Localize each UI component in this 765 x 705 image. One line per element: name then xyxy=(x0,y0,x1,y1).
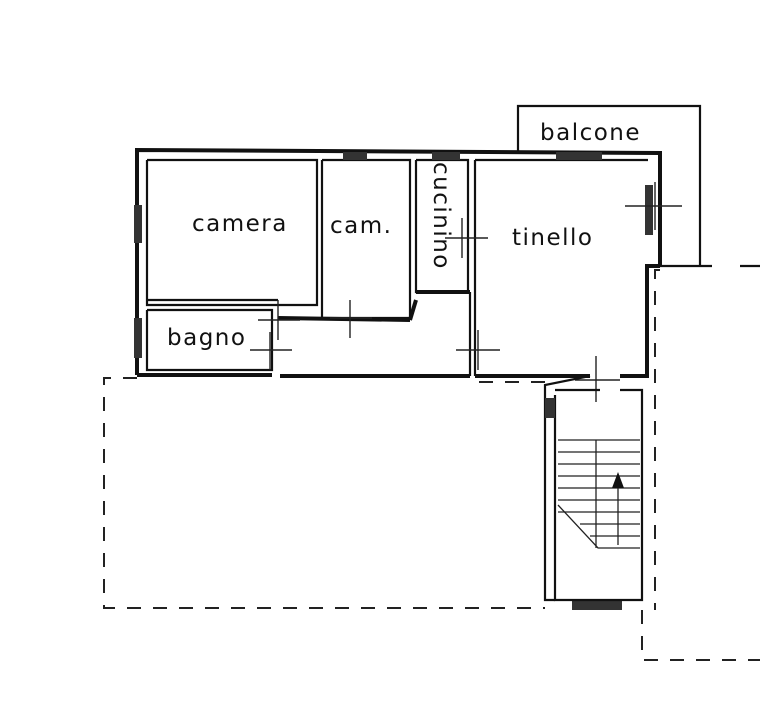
stairwell xyxy=(543,374,644,602)
outer-walls xyxy=(135,147,662,378)
dashed-boundary xyxy=(103,269,760,661)
axis-marks xyxy=(250,182,682,402)
balcony-outline xyxy=(516,104,760,268)
room-label-camera: camera xyxy=(192,211,288,237)
window-marks xyxy=(134,152,653,610)
room-label-bagno: bagno xyxy=(167,325,246,351)
room-label-tinello: tinello xyxy=(512,225,594,251)
room-label-cucinino: cucinino xyxy=(428,162,454,270)
room-label-balcone: balcone xyxy=(540,120,641,146)
room-label-cam: cam. xyxy=(330,213,392,239)
